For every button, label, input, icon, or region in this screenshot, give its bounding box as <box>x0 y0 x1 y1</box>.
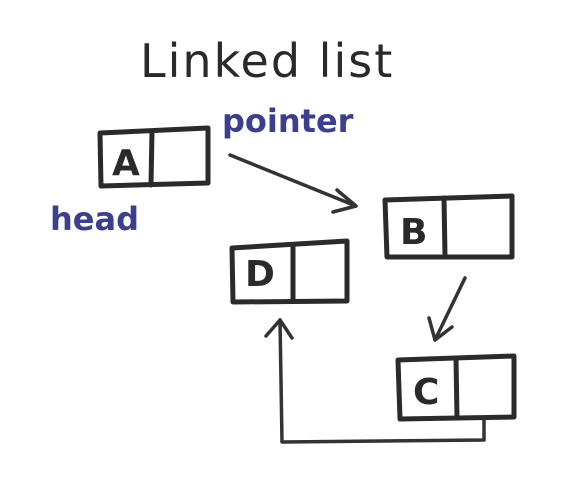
node-b: B <box>382 193 515 260</box>
arrow-c-to-d <box>264 318 486 444</box>
arrow-a-to-b <box>228 153 358 214</box>
node-d-label: D <box>245 254 275 295</box>
arrow-b-to-c <box>427 276 467 342</box>
node-a: A <box>97 125 211 189</box>
node-d: D <box>229 238 350 305</box>
pointer-label: pointer <box>222 102 354 140</box>
node-c: C <box>395 353 517 422</box>
node-a-label: A <box>112 143 140 184</box>
head-label: head <box>50 200 139 238</box>
diagram-title: Linked list <box>140 34 394 88</box>
node-b-label: B <box>400 212 427 253</box>
node-c-label: C <box>413 372 439 413</box>
